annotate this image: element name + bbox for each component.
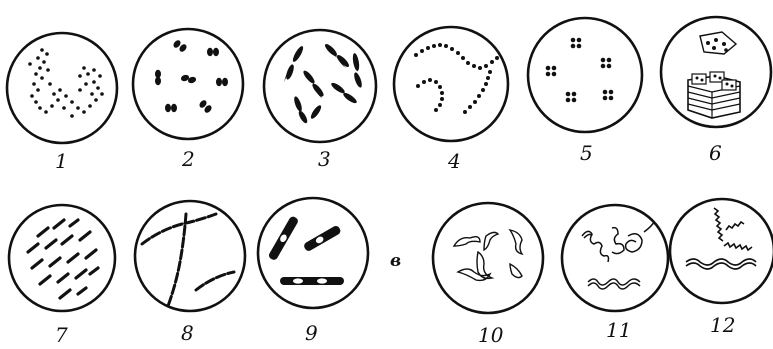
spore-forming-rods-icon — [269, 216, 344, 285]
panel-12-label: 12 — [710, 313, 735, 337]
panel-12-circle — [668, 197, 773, 305]
vibrios-icon — [452, 228, 524, 282]
streptobacilli-icon — [140, 212, 236, 308]
streptococci-chains-icon — [414, 43, 499, 114]
panel-9-circle — [256, 196, 370, 310]
panel-9-label: 9 — [305, 321, 318, 345]
rods-icon — [26, 218, 100, 300]
spirilla-icon — [581, 221, 655, 290]
sarcina-packets-icon — [687, 31, 741, 119]
panel-11-label: 11 — [606, 318, 631, 342]
panel-6-circle — [659, 15, 773, 129]
panel-8: 8 — [133, 199, 247, 345]
panel-3: 3 — [262, 28, 378, 171]
panel-11-circle — [560, 203, 670, 313]
lanceolate-pairs — [286, 44, 362, 124]
panel-4-circle — [392, 25, 510, 143]
panel-6: 6 — [659, 15, 773, 165]
panel-10: 10 — [431, 201, 545, 347]
panel-12: 12 — [668, 197, 773, 337]
panel-10-circle — [431, 201, 545, 315]
panel-1-circle — [5, 31, 119, 145]
diplococci-icon — [155, 40, 228, 113]
micrococci-clusters-icon — [28, 48, 104, 118]
panel-4: 4 — [392, 25, 510, 173]
panel-9: 9 — [256, 196, 370, 345]
panel-6-label: 6 — [709, 141, 722, 165]
panel-11: 11 — [560, 203, 670, 342]
panel-2-label: 2 — [181, 147, 195, 171]
panel-7-label: 7 — [55, 323, 68, 347]
panel-7-circle — [7, 203, 117, 313]
panel-5-circle — [526, 16, 644, 134]
panel-8-label: 8 — [181, 321, 194, 345]
panel-4-label: 4 — [447, 149, 461, 173]
panel-7: 7 — [7, 203, 117, 347]
panel-10-label: 10 — [478, 323, 504, 347]
tetrads-icon — [545, 37, 614, 103]
panel-3-label: 3 — [318, 147, 331, 171]
panel-1-label: 1 — [55, 149, 68, 173]
panel-2: 2 — [131, 27, 245, 171]
panel-5-label: 5 — [580, 141, 593, 165]
section-letter: в — [390, 251, 401, 271]
panel-2-circle — [131, 27, 245, 141]
panel-1: 1 — [5, 31, 119, 173]
panel-5: 5 — [526, 16, 644, 165]
spirochetes-icon — [685, 207, 757, 270]
panel-3-circle — [262, 28, 378, 144]
panel-8-circle — [133, 199, 247, 313]
